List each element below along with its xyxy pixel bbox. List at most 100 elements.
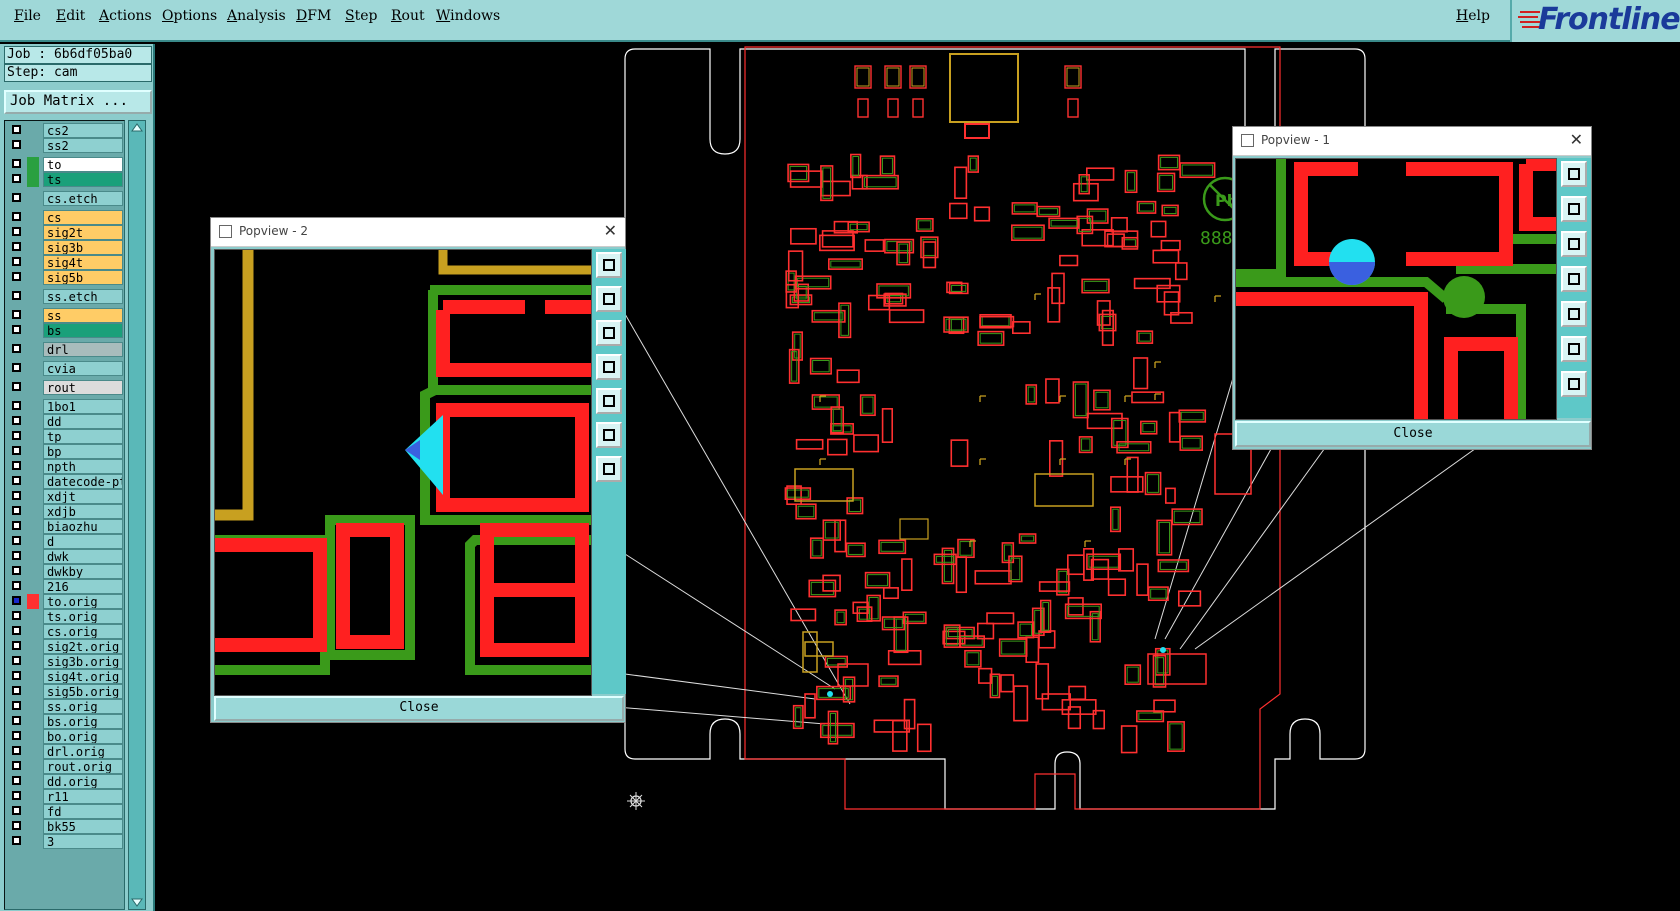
layer-row-biaozhu[interactable]: biaozhu bbox=[7, 519, 124, 534]
menu-file[interactable]: File bbox=[14, 8, 41, 24]
layer-row-sig5b[interactable]: sig5b bbox=[7, 270, 124, 285]
layer-checkbox[interactable] bbox=[12, 174, 21, 183]
pan-left-button[interactable] bbox=[596, 354, 622, 380]
layer-row-rout-orig[interactable]: rout.orig bbox=[7, 759, 124, 774]
layer-checkbox[interactable] bbox=[12, 242, 21, 251]
layer-row-bo-orig[interactable]: bo.orig bbox=[7, 729, 124, 744]
layer-checkbox[interactable] bbox=[12, 431, 21, 440]
zoom-home-button[interactable] bbox=[1561, 161, 1587, 187]
layer-list-scrollbar[interactable] bbox=[128, 120, 146, 910]
layer-row-r11[interactable]: r11 bbox=[7, 789, 124, 804]
layer-row-ss-etch[interactable]: ss.etch bbox=[7, 289, 124, 304]
layer-checkbox[interactable] bbox=[12, 806, 21, 815]
layer-row-sig3b-orig[interactable]: sig3b.orig bbox=[7, 654, 124, 669]
menu-step[interactable]: Step bbox=[345, 8, 378, 24]
zoom-home-button[interactable] bbox=[596, 252, 622, 278]
layer-row-ts-orig[interactable]: ts.orig bbox=[7, 609, 124, 624]
pan-right-button[interactable] bbox=[1561, 301, 1587, 327]
layer-row-tp[interactable]: tp bbox=[7, 429, 124, 444]
scroll-down-icon[interactable] bbox=[129, 897, 145, 909]
layer-checkbox[interactable] bbox=[12, 193, 21, 202]
layer-row-sig2t[interactable]: sig2t bbox=[7, 225, 124, 240]
layer-checkbox[interactable] bbox=[12, 257, 21, 266]
layer-checkbox[interactable] bbox=[12, 776, 21, 785]
layer-checkbox[interactable] bbox=[12, 686, 21, 695]
menu-help[interactable]: Help bbox=[1456, 8, 1490, 24]
popview-2-titlebar[interactable]: Popview - 2 ✕ bbox=[211, 218, 625, 247]
layer-row-dwkby[interactable]: dwkby bbox=[7, 564, 124, 579]
pan-right-button[interactable] bbox=[596, 388, 622, 414]
layer-row-sig3b[interactable]: sig3b bbox=[7, 240, 124, 255]
popview-1-titlebar[interactable]: Popview - 1 ✕ bbox=[1233, 127, 1591, 156]
layer-row-drl-orig[interactable]: drl.orig bbox=[7, 744, 124, 759]
layer-checkbox[interactable] bbox=[12, 596, 21, 605]
layer-row-cs2[interactable]: cs2 bbox=[7, 123, 124, 138]
layer-checkbox[interactable] bbox=[12, 140, 21, 149]
layer-checkbox[interactable] bbox=[12, 476, 21, 485]
zoom-out-button[interactable] bbox=[1561, 371, 1587, 397]
layer-checkbox[interactable] bbox=[12, 506, 21, 515]
layer-checkbox[interactable] bbox=[12, 212, 21, 221]
layer-checkbox[interactable] bbox=[12, 159, 21, 168]
scroll-up-icon[interactable] bbox=[129, 121, 145, 133]
layer-row-d[interactable]: d bbox=[7, 534, 124, 549]
layer-row-dd[interactable]: dd bbox=[7, 414, 124, 429]
pan-up-button[interactable] bbox=[596, 286, 622, 312]
menu-options[interactable]: Options bbox=[162, 8, 218, 24]
layer-checkbox[interactable] bbox=[12, 536, 21, 545]
layer-row-ss[interactable]: ss bbox=[7, 308, 124, 323]
layer-checkbox[interactable] bbox=[12, 382, 21, 391]
layer-row-fd[interactable]: fd bbox=[7, 804, 124, 819]
layer-row-3[interactable]: 3 bbox=[7, 834, 124, 849]
pan-up-button[interactable] bbox=[1561, 196, 1587, 222]
layer-row-sig2t-orig[interactable]: sig2t.orig bbox=[7, 639, 124, 654]
layer-checkbox[interactable] bbox=[12, 626, 21, 635]
layer-checkbox[interactable] bbox=[12, 821, 21, 830]
layer-row-npth[interactable]: npth bbox=[7, 459, 124, 474]
zoom-out-button[interactable] bbox=[596, 456, 622, 482]
layer-row-bs[interactable]: bs bbox=[7, 323, 124, 338]
layer-row-ss2[interactable]: ss2 bbox=[7, 138, 124, 153]
layer-row-bk55[interactable]: bk55 bbox=[7, 819, 124, 834]
layer-checkbox[interactable] bbox=[12, 611, 21, 620]
layer-row-to[interactable]: to bbox=[7, 157, 124, 172]
layer-row-cs-etch[interactable]: cs.etch bbox=[7, 191, 124, 206]
zoom-in-button[interactable] bbox=[596, 422, 622, 448]
layer-checkbox[interactable] bbox=[12, 701, 21, 710]
layer-row-cs[interactable]: cs bbox=[7, 210, 124, 225]
menu-rout[interactable]: Rout bbox=[391, 8, 425, 24]
layer-checkbox[interactable] bbox=[12, 551, 21, 560]
layer-row-216[interactable]: 216 bbox=[7, 579, 124, 594]
layer-row-dwk[interactable]: dwk bbox=[7, 549, 124, 564]
layer-checkbox[interactable] bbox=[12, 566, 21, 575]
layer-checkbox[interactable] bbox=[12, 325, 21, 334]
layer-row-sig5b-orig[interactable]: sig5b.orig bbox=[7, 684, 124, 699]
layer-checkbox[interactable] bbox=[12, 581, 21, 590]
layer-row-cvia[interactable]: cvia bbox=[7, 361, 124, 376]
layer-checkbox[interactable] bbox=[12, 836, 21, 845]
layer-checkbox[interactable] bbox=[12, 401, 21, 410]
layer-row-datecode-pth[interactable]: datecode-pth bbox=[7, 474, 124, 489]
layer-checkbox[interactable] bbox=[12, 791, 21, 800]
menu-windows[interactable]: Windows bbox=[436, 8, 501, 24]
layer-checkbox[interactable] bbox=[12, 272, 21, 281]
menu-analysis[interactable]: Analysis bbox=[227, 8, 286, 24]
pan-left-button[interactable] bbox=[1561, 266, 1587, 292]
layer-checkbox[interactable] bbox=[12, 125, 21, 134]
layer-row-rout[interactable]: rout bbox=[7, 380, 124, 395]
layer-checkbox[interactable] bbox=[12, 671, 21, 680]
layer-checkbox[interactable] bbox=[12, 731, 21, 740]
popview-1-window[interactable]: Popview - 1 ✕ bbox=[1232, 126, 1592, 450]
layer-checkbox[interactable] bbox=[12, 227, 21, 236]
menu-actions[interactable]: Actions bbox=[99, 8, 152, 24]
layer-row-drl[interactable]: drl bbox=[7, 342, 124, 357]
menu-edit[interactable]: Edit bbox=[56, 8, 86, 24]
layer-checkbox[interactable] bbox=[12, 446, 21, 455]
layer-checkbox[interactable] bbox=[12, 363, 21, 372]
layer-checkbox[interactable] bbox=[12, 656, 21, 665]
layer-row-sig4t-orig[interactable]: sig4t.orig bbox=[7, 669, 124, 684]
layer-row-xdjt[interactable]: xdjt bbox=[7, 489, 124, 504]
layer-row-to-orig[interactable]: to.orig bbox=[7, 594, 124, 609]
layer-checkbox[interactable] bbox=[12, 641, 21, 650]
zoom-in-button[interactable] bbox=[1561, 336, 1587, 362]
